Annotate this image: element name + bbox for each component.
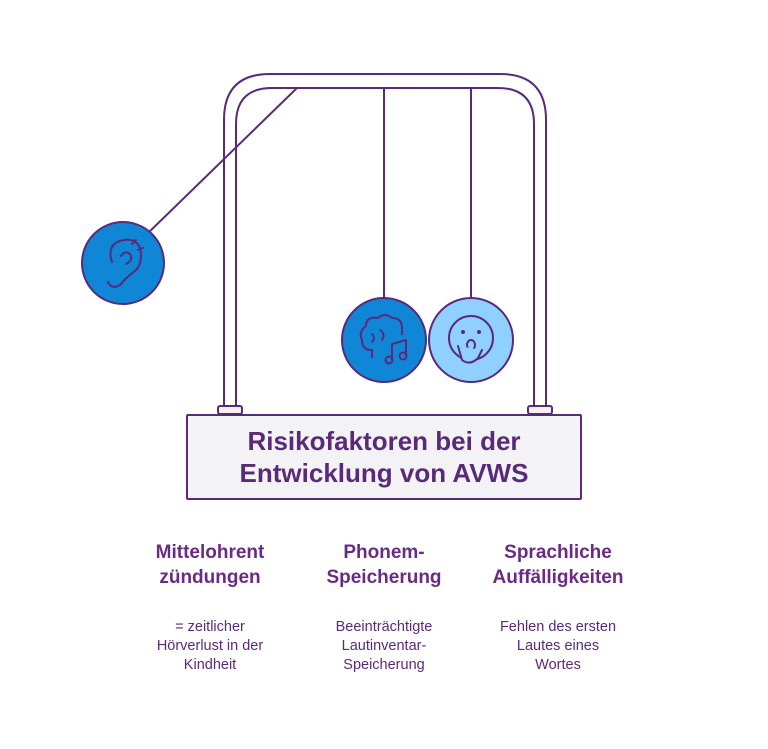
factor-description-line: Kindheit — [183, 657, 237, 673]
factor-heading-line: Phonem- — [343, 542, 425, 563]
factor-description-line: Speicherung — [343, 657, 425, 673]
factor-description: = zeitlicher Hörverlust in der Kindheit — [110, 618, 310, 675]
title-line-1: Risikofaktoren bei der — [247, 426, 521, 456]
factor-description-line: Lautes eines — [516, 638, 600, 654]
factor-description-line: Fehlen des ersten — [499, 619, 617, 635]
factor-heading-line: Speicherung — [326, 567, 442, 588]
factor-heading-line: Sprachliche — [504, 542, 612, 563]
factor-description-line: Hörverlust in der — [156, 638, 264, 654]
factor-heading: Sprachliche Auffälligkeiten — [458, 540, 658, 590]
factor-description-line: Lautinventar- — [341, 638, 427, 654]
factor-heading: Mittelohrent zündungen — [110, 540, 310, 590]
title-line-2: Entwicklung von AVWS — [239, 458, 529, 488]
surprised-face-icon — [428, 297, 514, 383]
factor-heading-line: zündungen — [159, 567, 261, 588]
brain-music-icon — [341, 297, 427, 383]
ear-icon — [81, 221, 165, 305]
factor-heading: Phonem- Speicherung — [284, 540, 484, 590]
factor-description-line: = zeitlicher — [175, 619, 245, 635]
factor-description-line: Beeinträchtigte — [335, 619, 433, 635]
factor-heading-line: Mittelohrent — [155, 542, 265, 563]
factor-description: Fehlen des ersten Lautes eines Wortes — [458, 618, 658, 675]
factor-description: Beeinträchtigte Lautinventar- Speicherun… — [284, 618, 484, 675]
factor-column-phoneme: Phonem- Speicherung Beeinträchtigte Laut… — [284, 540, 484, 675]
factor-column-otitis: Mittelohrent zündungen = zeitlicher Hörv… — [110, 540, 310, 675]
title-box: Risikofaktoren bei der Entwicklung von A… — [186, 414, 582, 500]
factor-column-language: Sprachliche Auffälligkeiten Fehlen des e… — [458, 540, 658, 675]
factor-heading-line: Auffälligkeiten — [492, 567, 624, 588]
factor-description-line: Wortes — [535, 657, 581, 673]
